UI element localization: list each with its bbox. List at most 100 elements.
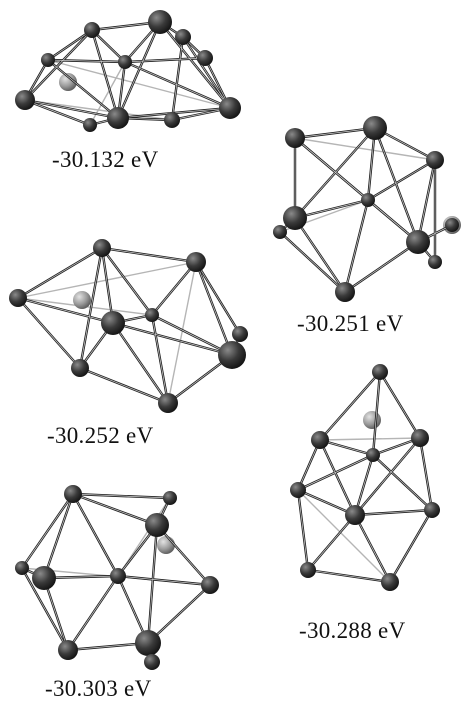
atom bbox=[381, 573, 399, 591]
bond-highlight bbox=[17, 297, 114, 324]
cluster-1-structure bbox=[15, 10, 241, 132]
atom bbox=[411, 429, 429, 447]
bond-highlight bbox=[72, 493, 171, 499]
bond-highlight bbox=[294, 127, 376, 219]
dopant-atom bbox=[59, 73, 77, 91]
bond-highlight bbox=[91, 29, 119, 119]
back-bond bbox=[297, 489, 391, 583]
atom bbox=[164, 112, 180, 128]
bond-highlight bbox=[319, 371, 381, 441]
bond-highlight bbox=[344, 199, 369, 293]
atom bbox=[428, 255, 442, 269]
bond-highlight bbox=[151, 314, 169, 404]
bond-highlight bbox=[195, 261, 233, 356]
bond-highlight bbox=[47, 59, 119, 119]
bond-highlight bbox=[297, 439, 321, 491]
bond-highlight bbox=[117, 575, 211, 586]
atom bbox=[218, 341, 246, 369]
atom bbox=[283, 206, 307, 230]
atom bbox=[118, 55, 132, 69]
bond-highlight bbox=[279, 231, 346, 293]
energy-label-cluster-3: -30.252 eV bbox=[47, 423, 154, 448]
bond-highlight bbox=[112, 322, 169, 404]
bond-highlight bbox=[367, 159, 436, 201]
atom bbox=[372, 364, 388, 380]
bond-highlight bbox=[354, 454, 374, 516]
atom bbox=[135, 630, 161, 656]
dopant-atom bbox=[73, 291, 91, 309]
bond-highlight bbox=[156, 524, 211, 586]
bond-highlight bbox=[147, 584, 211, 644]
bond-highlight bbox=[101, 247, 197, 263]
atom bbox=[163, 491, 177, 505]
bond-highlight bbox=[294, 199, 369, 219]
bond-highlight bbox=[297, 454, 374, 491]
atom bbox=[300, 562, 316, 578]
bond-highlight bbox=[43, 577, 69, 651]
atom bbox=[83, 118, 97, 132]
atom bbox=[107, 107, 129, 129]
atom bbox=[64, 485, 82, 503]
bond-highlight bbox=[117, 21, 161, 119]
atom bbox=[201, 576, 219, 594]
bond-highlight bbox=[372, 371, 381, 456]
dopant-atom bbox=[157, 536, 175, 554]
atom bbox=[197, 50, 213, 66]
bond-highlight bbox=[354, 509, 433, 516]
bond-highlight bbox=[24, 99, 119, 119]
back-bond bbox=[294, 137, 436, 161]
bond-highlight bbox=[294, 127, 376, 139]
bond-highlight bbox=[24, 99, 91, 126]
atom bbox=[32, 566, 56, 590]
bond-highlight bbox=[294, 217, 346, 293]
atom bbox=[9, 289, 27, 307]
atom bbox=[110, 568, 126, 584]
bond-highlight bbox=[47, 59, 126, 63]
atom bbox=[84, 22, 100, 38]
atom bbox=[345, 505, 365, 525]
bond-highlight bbox=[151, 261, 197, 316]
atom bbox=[311, 431, 329, 449]
atom bbox=[144, 654, 160, 670]
bond-highlight bbox=[72, 493, 158, 526]
atom bbox=[232, 326, 248, 342]
bond-highlight bbox=[367, 127, 376, 201]
atom bbox=[158, 393, 178, 413]
bond-highlight bbox=[124, 57, 206, 63]
bond-highlight bbox=[67, 575, 119, 651]
bond-highlight bbox=[372, 454, 433, 511]
back-bond bbox=[319, 437, 421, 441]
atom bbox=[219, 97, 241, 119]
bond-highlight bbox=[389, 509, 433, 583]
bond-highlight bbox=[354, 437, 421, 516]
cluster-3-structure bbox=[9, 239, 248, 413]
atom bbox=[363, 116, 387, 140]
bond-highlight bbox=[171, 36, 184, 121]
atom bbox=[15, 90, 35, 110]
bond-highlight bbox=[21, 493, 74, 569]
dopant-atom bbox=[363, 411, 381, 429]
atom bbox=[145, 513, 169, 537]
bond-highlight bbox=[43, 493, 74, 579]
atom bbox=[273, 225, 287, 239]
bond-highlight bbox=[101, 247, 153, 316]
bond-highlight bbox=[67, 642, 149, 651]
atom bbox=[58, 640, 78, 660]
bond-highlight bbox=[297, 489, 309, 571]
bond-highlight bbox=[159, 21, 231, 109]
bond-highlight bbox=[124, 61, 231, 109]
bond-highlight bbox=[374, 127, 419, 243]
bond-highlight bbox=[354, 514, 391, 583]
bond-highlight bbox=[72, 493, 119, 577]
bond-highlight bbox=[43, 575, 119, 579]
atom bbox=[71, 359, 89, 377]
cluster-4-structure bbox=[290, 364, 440, 591]
bond-highlight bbox=[294, 137, 419, 243]
bond-highlight bbox=[307, 514, 356, 571]
atom bbox=[445, 218, 459, 232]
atom bbox=[424, 502, 440, 518]
energy-label-cluster-1: -30.132 eV bbox=[52, 147, 159, 172]
atom bbox=[148, 10, 172, 34]
